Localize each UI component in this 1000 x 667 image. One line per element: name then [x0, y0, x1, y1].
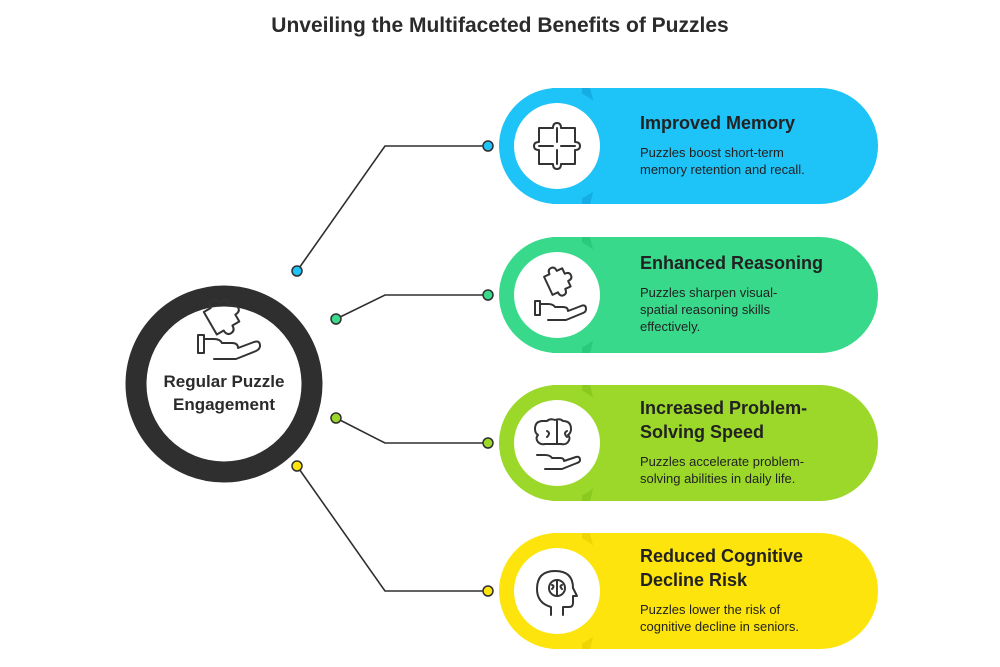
- benefit-description-line: effectively.: [640, 319, 701, 334]
- hub-label-line-1: Regular Puzzle: [163, 372, 285, 391]
- page-title: Unveiling the Multifaceted Benefits of P…: [271, 14, 729, 37]
- benefit-title-line: Improved Memory: [640, 112, 796, 133]
- benefit-card: [499, 385, 878, 501]
- benefit-card: [499, 88, 878, 204]
- benefit-title: Enhanced Reasoning: [640, 251, 880, 275]
- benefit-title: Increased Problem- Solving Speed: [640, 396, 880, 444]
- benefit-title-line: Reduced Cognitive: [640, 545, 804, 566]
- benefit-title-line: Decline Risk: [640, 569, 748, 590]
- card-body: [552, 533, 878, 649]
- connector-line: [296, 145, 488, 272]
- hub-connector-dot: [291, 460, 303, 472]
- hand-puzzle-icon: [197, 298, 261, 360]
- benefit-card: [499, 533, 878, 649]
- benefit-description-line: solving abilities in daily life.: [640, 470, 796, 486]
- benefit-description: Puzzles sharpen visual-spatial reasoning…: [640, 284, 880, 335]
- head-brain-icon: [536, 570, 578, 616]
- benefit-description-line: spatial reasoning skills: [640, 302, 771, 317]
- hub-label: Regular Puzzle Engagement: [148, 370, 300, 416]
- hand-puzzle-icon: [534, 266, 587, 321]
- connector-line: [335, 294, 488, 320]
- card-body: [552, 237, 878, 353]
- hub-circle: [125, 285, 323, 483]
- hub-connector-dot: [291, 265, 303, 277]
- benefit-title-line: Solving Speed: [640, 421, 765, 442]
- benefit-description-line: Puzzles boost short-term: [640, 144, 784, 160]
- hub-connector-dot: [330, 412, 342, 424]
- card-connector-dot: [482, 437, 494, 449]
- card-icon-bg: [514, 252, 600, 338]
- benefit-cards: [499, 88, 878, 649]
- benefit-card: [499, 237, 878, 353]
- benefit-title-line: Increased Problem-: [640, 397, 808, 418]
- connector-line: [335, 417, 488, 444]
- hand-brain-icon: [534, 418, 581, 470]
- hub-connector-dot: [330, 313, 342, 325]
- benefit-title: Improved Memory: [640, 111, 880, 135]
- card-connector-dot: [482, 585, 494, 597]
- card-body: [552, 385, 878, 501]
- card-icon-bg: [514, 103, 600, 189]
- benefit-title-line: Enhanced Reasoning: [640, 253, 824, 273]
- benefit-description-line: cognitive decline in seniors.: [640, 618, 799, 634]
- connectors: [291, 140, 494, 597]
- hub-label-line-2: Engagement: [172, 395, 276, 414]
- card-body: [552, 88, 878, 204]
- puzzle-pieces-icon: [533, 122, 581, 170]
- card-connector-dot: [482, 289, 494, 301]
- card-connector-dot: [482, 140, 494, 152]
- connector-line: [296, 465, 488, 592]
- benefit-description-line: Puzzles sharpen visual-: [640, 285, 778, 300]
- benefit-description: Puzzles accelerate problem-solving abili…: [640, 453, 880, 487]
- benefit-description-line: memory retention and recall.: [640, 161, 805, 177]
- benefit-description-line: Puzzles accelerate problem-: [640, 453, 805, 469]
- benefit-description-line: Puzzles lower the risk of: [640, 601, 781, 617]
